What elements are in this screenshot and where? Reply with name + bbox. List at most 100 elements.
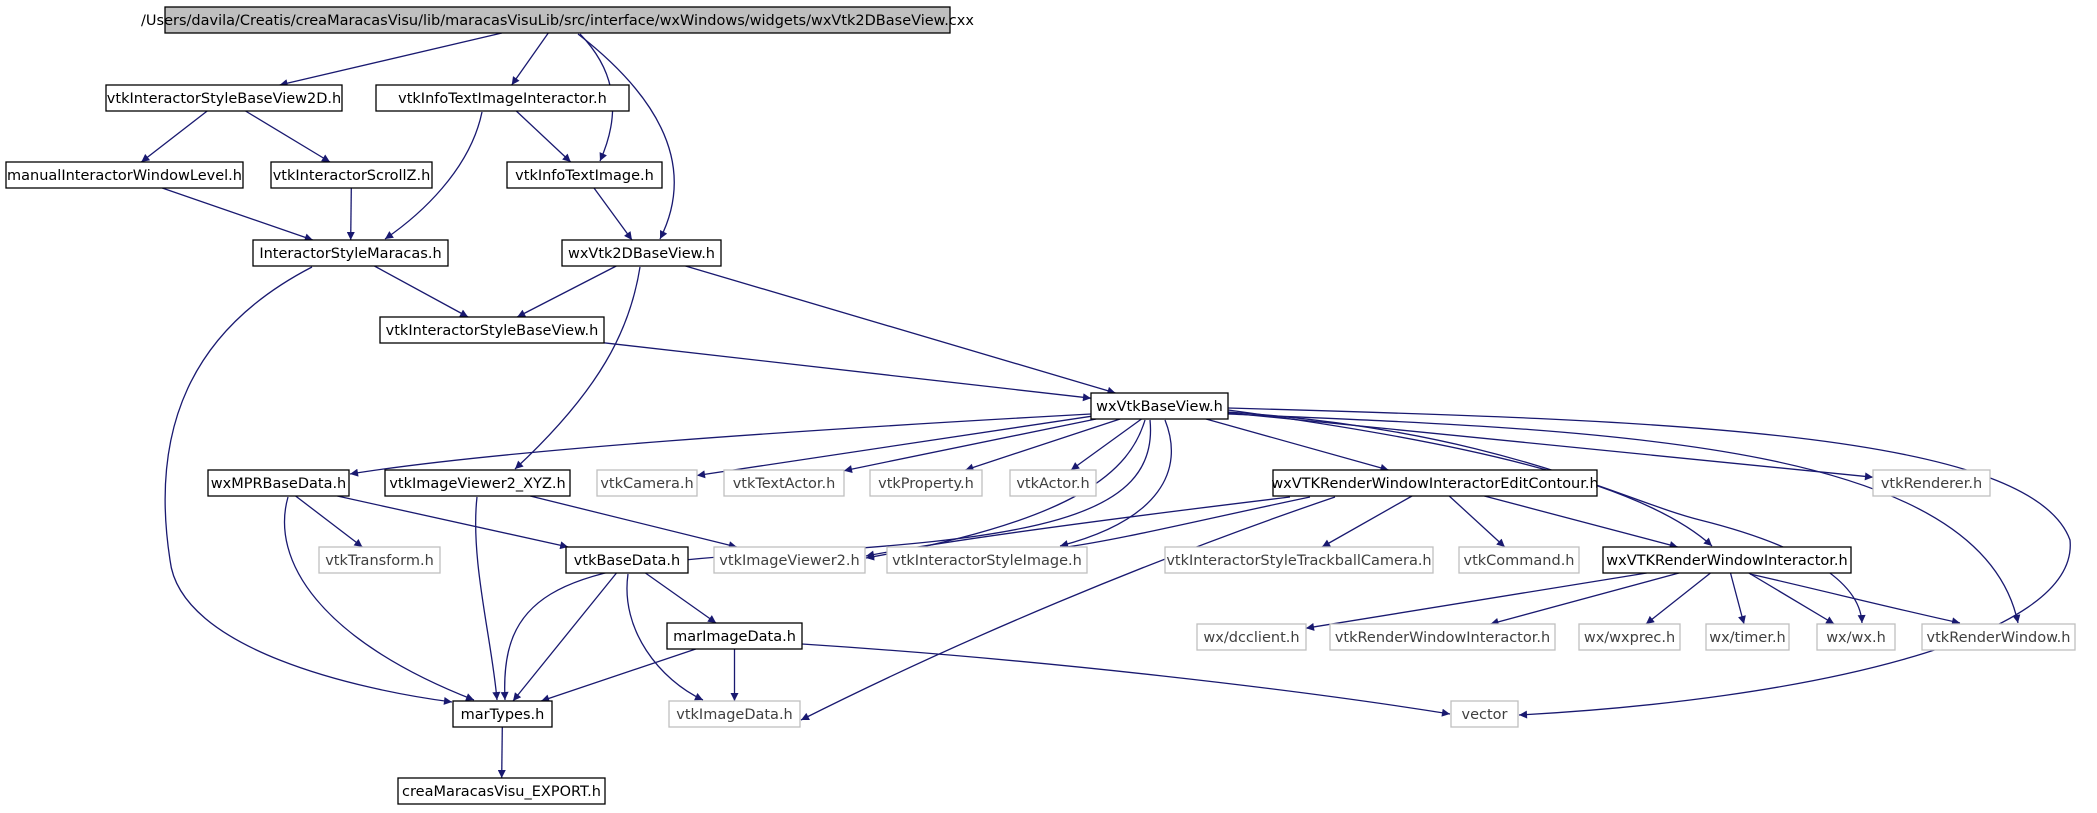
node-box (1578, 623, 1681, 651)
node-prop[interactable]: vtkProperty.h (869, 469, 983, 497)
node-isbv[interactable]: vtkInteractorStyleBaseView.h (379, 316, 605, 344)
node-mid[interactable]: marImageData.h (666, 622, 803, 650)
edge-wxbv-to-ren (1227, 412, 1874, 481)
edge-rwi-to-timer (1729, 572, 1746, 625)
node-itii[interactable]: vtkInfoTextImageInteractor.h (375, 84, 630, 112)
edge-wxbv-to-rw (1227, 413, 2021, 624)
node-cam[interactable]: vtkCamera.h (596, 469, 698, 497)
edge-wxbv-to-actor (1070, 418, 1142, 471)
edge-wx2d-to-isbv (516, 265, 617, 318)
node-mpr[interactable]: wxMPRBaseData.h (207, 469, 350, 497)
node-rwi[interactable]: wxVTKRenderWindowInteractor.h (1602, 546, 1852, 574)
node-box (561, 239, 722, 267)
node-exp[interactable]: creaMaracasVisu_EXPORT.h (397, 777, 606, 805)
node-root[interactable]: /Users/davila/Creatis/creaMaracasVisu/li… (141, 6, 974, 34)
node-iti[interactable]: vtkInfoTextImage.h (506, 161, 663, 189)
edge-iv2xyz-to-mt (474, 496, 501, 701)
node-box (1872, 469, 1991, 497)
node-iv2xyz[interactable]: vtkImageViewer2_XYZ.h (384, 469, 571, 497)
node-label: vector (1462, 707, 1508, 723)
node-miwl[interactable]: manualInteractorWindowLevel.h (5, 161, 244, 189)
node-wxbv[interactable]: wxVtkBaseView.h (1090, 392, 1229, 420)
node-label: manualInteractorWindowLevel.h (7, 168, 242, 184)
node-trans[interactable]: vtkTransform.h (318, 546, 441, 574)
node-box (723, 469, 845, 497)
node-box (379, 316, 605, 344)
node-box (666, 622, 803, 650)
node-label: vtkActor.h (1016, 476, 1089, 492)
edge-rwi-to-dcc (1305, 572, 1647, 631)
edge-mid-to-vec (801, 643, 1451, 717)
node-label: vtkProperty.h (878, 476, 974, 492)
node-box (397, 777, 606, 805)
node-wxwx[interactable]: wx/wx.h (1816, 623, 1896, 651)
edge-wxbv-to-ta (843, 418, 1097, 474)
node-label: vtkRenderer.h (1881, 476, 1982, 492)
node-box (252, 239, 449, 267)
edge-itii-to-iti (515, 110, 572, 163)
node-box (596, 469, 698, 497)
node-box (452, 700, 553, 728)
edge-itii-to-ism (384, 111, 483, 240)
node-box (565, 546, 689, 574)
node-ta[interactable]: vtkTextActor.h (723, 469, 845, 497)
node-box (1009, 469, 1097, 497)
node-label: marImageData.h (673, 629, 796, 645)
node-box (1816, 623, 1896, 651)
node-bd[interactable]: vtkBaseData.h (565, 546, 689, 574)
node-label: wxVtkBaseView.h (1096, 399, 1223, 415)
node-box (318, 546, 441, 574)
edge-wxbv-to-cam (696, 415, 1092, 479)
node-box (886, 546, 1088, 574)
node-box (1450, 700, 1519, 728)
node-box (384, 469, 571, 497)
node-ren[interactable]: vtkRenderer.h (1872, 469, 1991, 497)
node-ism[interactable]: InteractorStyleMaracas.h (252, 239, 449, 267)
node-mt[interactable]: marTypes.h (452, 700, 553, 728)
node-cmd[interactable]: vtkCommand.h (1458, 546, 1580, 574)
node-box (713, 546, 866, 574)
node-timer[interactable]: wx/timer.h (1705, 623, 1790, 651)
node-iv2[interactable]: vtkImageViewer2.h (713, 546, 866, 574)
node-label: vtkImageData.h (676, 707, 793, 723)
node-label: wxMPRBaseData.h (211, 476, 347, 492)
node-istc[interactable]: vtkInteractorStyleTrackballCamera.h (1164, 546, 1434, 574)
node-box (506, 161, 663, 189)
node-wx2d[interactable]: wxVtk2DBaseView.h (561, 239, 722, 267)
edge-rwiec-to-istc (1321, 495, 1413, 548)
node-box (1196, 623, 1307, 651)
node-iscz[interactable]: vtkInteractorScrollZ.h (270, 161, 433, 189)
node-vec[interactable]: vector (1450, 700, 1519, 728)
node-box (375, 84, 630, 112)
node-label: vtkCommand.h (1464, 553, 1575, 569)
edge-wxbv-to-rwi (1227, 409, 1713, 547)
node-wxprec[interactable]: wx/wxprec.h (1578, 623, 1681, 651)
node-isi[interactable]: vtkInteractorStyleImage.h (886, 546, 1088, 574)
edge-mpr-to-bd (337, 495, 569, 550)
node-box (1705, 623, 1790, 651)
edge-wxbv-to-vec (1227, 407, 2071, 719)
edge-layer (140, 32, 2071, 779)
node-box (1602, 546, 1852, 574)
edge-wxbv-to-isi (1059, 419, 1173, 548)
edge-miwl-to-ism (161, 187, 314, 242)
node-vrwi[interactable]: vtkRenderWindowInteractor.h (1329, 623, 1556, 651)
node-rw[interactable]: vtkRenderWindow.h (1921, 623, 2076, 651)
edge-rwi-to-wxprec (1645, 572, 1711, 625)
node-idata[interactable]: vtkImageData.h (668, 700, 801, 728)
node-dcc[interactable]: wx/dcclient.h (1196, 623, 1307, 651)
node-rwiec[interactable]: wxVTKRenderWindowInteractorEditContour.h (1271, 469, 1599, 497)
node-label: vtkTransform.h (325, 553, 434, 569)
edge-bd-to-idata (626, 573, 704, 701)
edge-root-to-itii (511, 32, 549, 86)
edge-wx2d-to-iv2xyz (514, 266, 641, 470)
node-label: vtkInfoTextImageInteractor.h (398, 91, 607, 107)
node-label: wx/dcclient.h (1203, 630, 1299, 646)
node-isbv2d[interactable]: vtkInteractorStyleBaseView2D.h (105, 84, 343, 112)
edge-rwiec-to-isi (1059, 496, 1311, 551)
node-label: vtkImageViewer2_XYZ.h (389, 476, 565, 492)
node-actor[interactable]: vtkActor.h (1009, 469, 1097, 497)
node-box (668, 700, 801, 728)
node-label: vtkImageViewer2.h (719, 553, 859, 569)
edge-iscz-to-ism (346, 187, 355, 241)
